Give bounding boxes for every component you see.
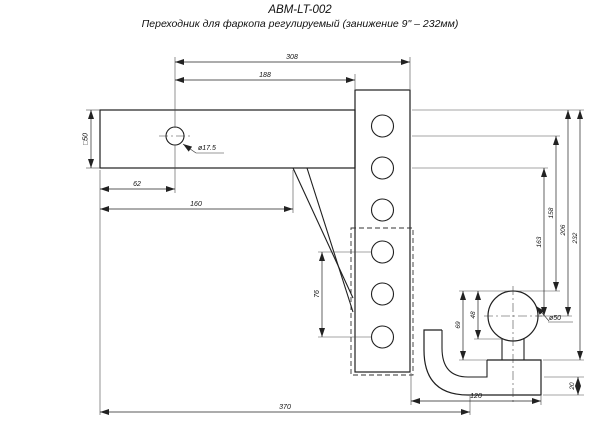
dim-label-206: 206 [560,224,567,236]
dim-label-160: 160 [190,201,202,208]
dim-label-76: 76 [314,290,321,298]
dim-label-48: 48 [470,311,477,319]
dim-label-62: 62 [133,181,141,188]
dim-label-120: 120 [470,393,482,400]
dim-label-20: 20 [569,382,576,391]
dimension-lines [88,59,583,415]
leader-dia17-5 [182,143,197,154]
dim-label-dia50: ø50 [549,315,561,322]
centerlines [159,135,542,402]
dim-label-370: 370 [279,404,291,411]
plate-hole-5 [370,282,395,306]
shank-tube-outline [99,109,356,169]
ball-bracket-inner [441,330,488,378]
dim-label-163: 163 [536,236,543,247]
extension-lines [86,57,584,415]
dim-label-232: 232 [572,232,579,244]
dim-label-308: 308 [286,54,298,61]
plate-hole-2 [370,156,395,180]
plate-hole-3 [370,198,395,222]
dim-label-158: 158 [548,207,555,218]
leader-dia50 [535,305,550,322]
drawing-subtitle: Переходник для фаркопа регулируемый (зан… [142,18,459,30]
dimension-labels: 308 188 □50 ø17.5 62 160 76 370 120 163 … [83,54,580,411]
plate-hole-6 [370,325,395,349]
dim-label-188: 188 [259,72,271,79]
slider-alt-position-dashed [350,227,414,376]
adjustment-plate-outline [354,89,411,373]
drawing-title: ABM-LT-002 [267,4,332,16]
gusset-edge-2 [306,167,354,313]
plate-hole-4 [370,240,395,264]
dim-label-69: 69 [455,321,462,329]
dim-label-dia17-5: ø17.5 [198,145,216,152]
dim-label-sq50: □50 [83,133,90,145]
ball-bracket-outer [423,329,542,396]
plate-hole-1 [370,114,395,138]
gusset-edge-1 [292,167,354,299]
